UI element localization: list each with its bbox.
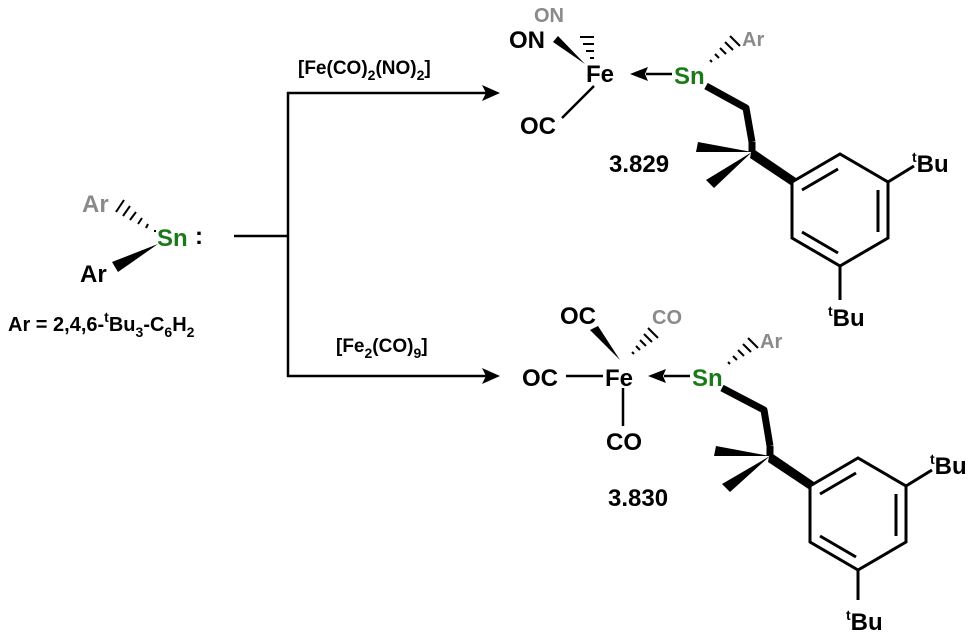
tin-atom: Sn xyxy=(157,225,188,252)
reactant-stannylene: Ar Sn : Ar Ar = 2,4,6-tBu3-C6H2 xyxy=(8,191,203,340)
wedge-methyl-1 xyxy=(696,142,752,152)
co-left-label: OC xyxy=(522,365,558,392)
dative-bond-head-2 xyxy=(648,369,666,383)
tbu-bottom: tBu xyxy=(828,303,865,332)
ar-label-bottom: Ar xyxy=(760,331,782,353)
compound-label-3829: 3.829 xyxy=(609,151,669,178)
wedge-bond-aryl-2 xyxy=(768,452,814,490)
tbu-top-right-2: tBu xyxy=(930,451,967,480)
wedge-methyl-2 xyxy=(706,152,752,188)
ar-definition: Ar = 2,4,6-tBu3-C6H2 xyxy=(8,309,195,340)
benzene-ring xyxy=(790,152,890,268)
arrow-top-head xyxy=(482,85,500,101)
compound-label-3830: 3.830 xyxy=(608,485,668,512)
bond-ring-tbu-top-2 xyxy=(905,468,933,488)
lone-pair: : xyxy=(195,223,203,250)
bond-fe-co xyxy=(561,85,595,119)
hashed-bond-ar-top xyxy=(115,199,156,232)
tin-atom-top: Sn xyxy=(674,63,705,90)
ar-label-top: Ar xyxy=(742,29,764,51)
co-label-top: OC xyxy=(520,113,556,140)
product-3-830: OC CO OC Fe Sn Ar CO 3.830 tBu tBu xyxy=(522,303,967,636)
wedge-bond-fe-no xyxy=(553,36,585,64)
arrow-bottom-head xyxy=(482,368,500,384)
bold-bond-sn-ch2 xyxy=(704,82,756,143)
iron-atom-2: Fe xyxy=(605,365,633,392)
wedge-methyl-4 xyxy=(722,456,770,492)
hashed-bond-sn-ar xyxy=(709,35,741,63)
co-upper-right-label: CO xyxy=(652,307,682,329)
co-upper-left-label: OC xyxy=(560,303,596,330)
wedge-bond-ar-bottom xyxy=(112,244,158,272)
co-down-label: CO xyxy=(606,429,642,456)
hashed-bond-sn-ar-2 xyxy=(727,337,759,365)
bold-bond-sn-ch2-2 xyxy=(720,384,774,447)
no-grey-label: ON xyxy=(534,5,564,27)
tbu-top-right: tBu xyxy=(912,149,949,178)
bond-ring-tbu-top xyxy=(887,164,915,184)
wedge-bond-aryl xyxy=(750,148,796,186)
reagent-top: [Fe(CO)2(NO)2] xyxy=(298,58,431,83)
tin-atom-bottom: Sn xyxy=(692,365,723,392)
hashed-bond-fe-no-grey xyxy=(580,36,594,59)
iron-atom: Fe xyxy=(586,61,614,88)
product-3-829: ON ON Fe Sn Ar OC 3.829 tBu tBu xyxy=(509,5,949,332)
branching-arrows xyxy=(234,91,486,378)
wedge-bond-fe-co xyxy=(590,326,620,360)
ar-bottom-label: Ar xyxy=(80,261,107,288)
hashed-bond-fe-co-right xyxy=(631,327,659,355)
benzene-ring-2 xyxy=(808,456,908,572)
no-black-label: ON xyxy=(509,27,545,54)
ar-top-label: Ar xyxy=(82,191,109,218)
wedge-methyl-3 xyxy=(714,446,770,456)
tbu-bottom-2: tBu xyxy=(846,607,883,636)
dative-bond-head xyxy=(630,67,648,81)
reagent-bottom: [Fe2(CO)9] xyxy=(336,336,428,361)
